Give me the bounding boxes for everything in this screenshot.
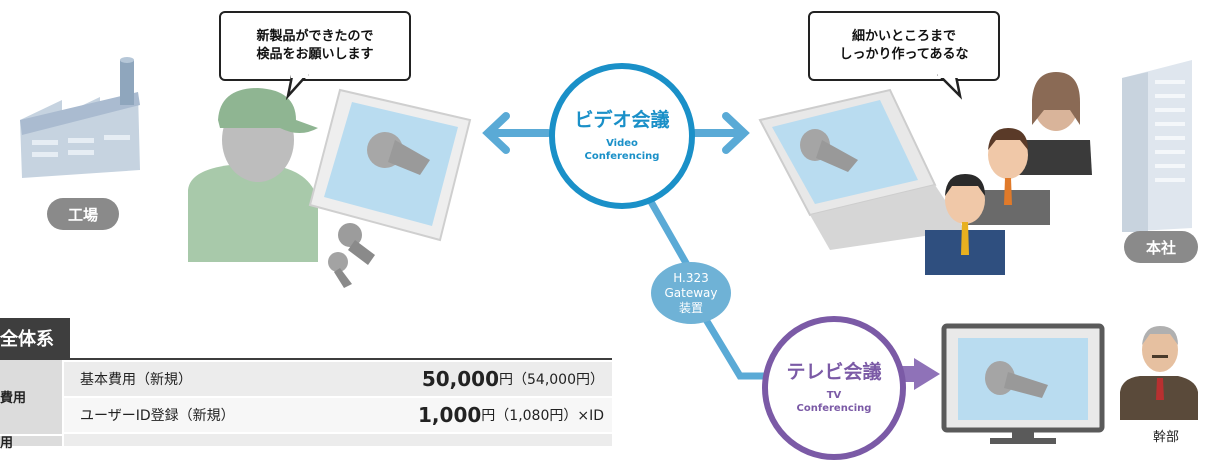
table-row [64,434,612,446]
factory-icon [20,57,140,178]
tablet-icon [308,88,472,242]
table-group-cell [0,360,62,434]
hq-building-icon [1122,60,1192,232]
table-row-item: ユーザーID登録（新規） [80,408,235,424]
worker-figure [188,88,318,262]
table-group-label: 費用 [0,390,27,406]
table-row [64,362,612,396]
factory-speech-line2: 検品をお願いします [256,47,374,62]
screw-icon [328,223,375,288]
factory-speech-line1: 新製品ができたので [256,29,374,44]
factory-speech-bubble: 新製品ができたので 検品をお願いします [219,11,411,81]
bubble-tails [285,73,963,101]
arrow-right [691,112,750,154]
executive-label: 幹部 [1153,430,1180,445]
factory-label: 工場 [47,198,119,230]
video-conference-sub1: Video [606,138,638,149]
diagram-illustration [20,57,1198,444]
executive-figure [1120,326,1198,420]
gateway-line1: H.323 [673,270,709,285]
hq-people [925,72,1092,275]
table-group-cell-2 [0,436,62,446]
gateway-node: H.323 Gateway 装置 [651,262,731,324]
hq-speech-line1: 細かいところまで [851,29,956,44]
table-row-item: 基本費用（新規） [80,372,192,388]
video-conference-title: ビデオ会議 [574,109,670,131]
table-row-price: 1,000 円（1,080円）×ID [418,403,604,427]
video-conference-node: ビデオ会議 Video Conferencing [549,63,695,209]
tv-conference-sub1: TV [826,390,842,401]
hq-speech-bubble: 細かいところまで しっかり作ってあるな [808,11,1000,81]
arrow-left [482,112,552,154]
gateway-line2: Gateway [664,285,718,300]
tv-conference-node: テレビ会議 TV Conferencing [762,316,906,460]
tv-conference-title: テレビ会議 [786,361,882,383]
tv-conference-sub2: Conferencing [796,403,872,414]
hq-speech-line2: しっかり作ってあるな [839,47,969,62]
table-row [64,398,612,432]
gateway-line3: 装置 [678,300,703,315]
table-row-price: 50,000 円（54,000円） [421,367,604,391]
table-title: 全体系 [0,318,70,358]
table-rule [0,358,612,360]
hq-label: 本社 [1124,231,1198,263]
video-conference-sub2: Conferencing [584,151,660,162]
tv-monitor-icon [941,323,1105,444]
